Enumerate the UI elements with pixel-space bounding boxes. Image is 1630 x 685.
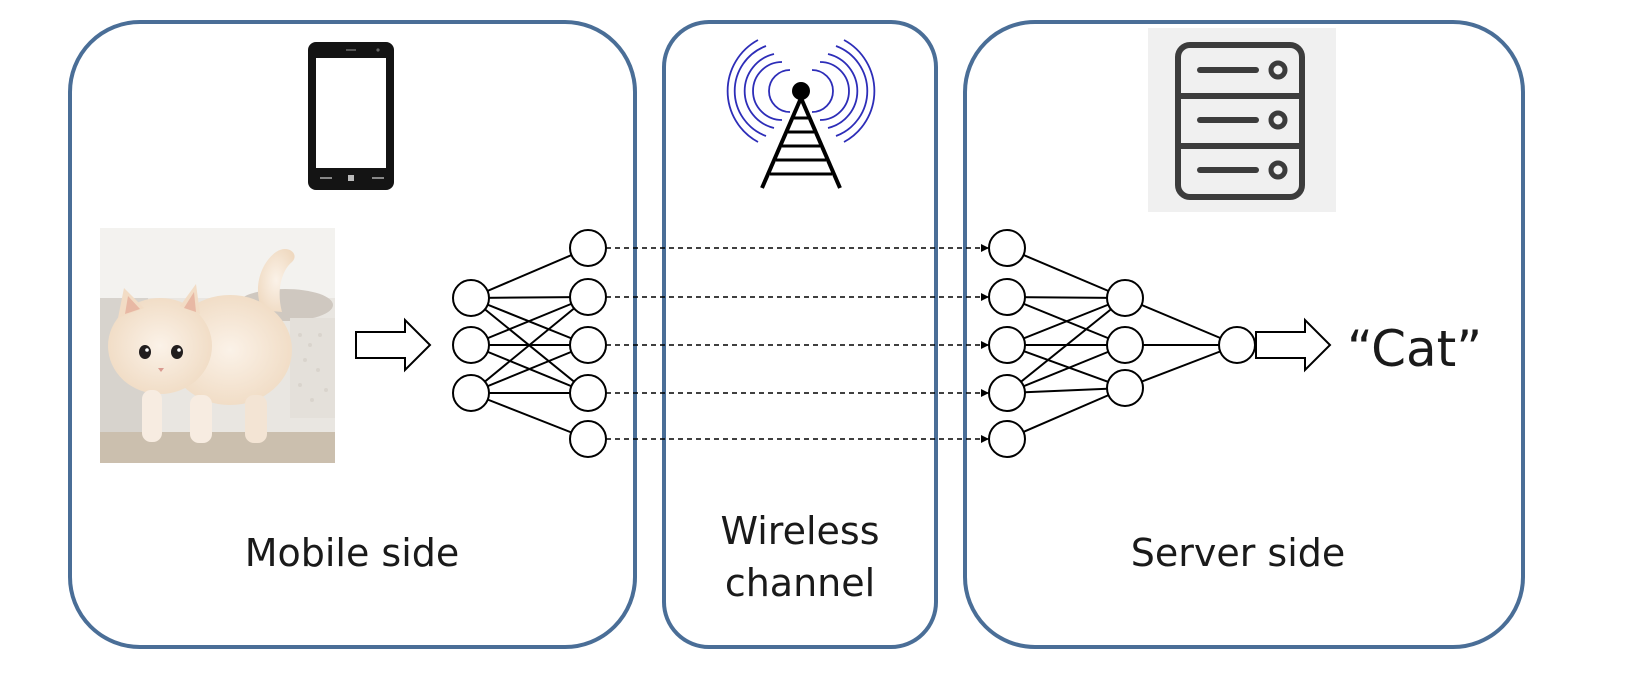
- server-hidden-node: [1106, 369, 1144, 407]
- server-input-node: [988, 229, 1026, 267]
- output-label: “Cat”: [1347, 320, 1482, 378]
- server-input-node: [988, 374, 1026, 412]
- mobile-output-node: [569, 278, 607, 316]
- mobile-input-node: [452, 279, 490, 317]
- mobile-input-node: [452, 374, 490, 412]
- smartphone-icon: [308, 42, 394, 190]
- server-hidden-node: [1106, 326, 1144, 364]
- wireless-channel-label-line1: Wireless: [721, 509, 880, 553]
- server-input-node: [988, 326, 1026, 364]
- server-input-node: [988, 278, 1026, 316]
- input-arrow: [355, 317, 432, 373]
- mobile-output-node: [569, 420, 607, 458]
- signal-waves: [726, 39, 876, 143]
- mobile-side-panel: [68, 20, 637, 649]
- output-arrow: [1255, 317, 1332, 373]
- server-input-node: [988, 420, 1026, 458]
- mobile-output-node: [569, 229, 607, 267]
- server-side-label: Server side: [1131, 531, 1346, 575]
- mobile-output-node: [569, 326, 607, 364]
- cat-photo: [100, 228, 335, 463]
- wireless-channel-panel: [662, 20, 938, 649]
- server-rack-icon: [1148, 28, 1336, 212]
- wireless-channel-label-line2: channel: [725, 561, 875, 605]
- antenna-tower-icon: [726, 39, 876, 189]
- mobile-input-node: [452, 326, 490, 364]
- server-network-edges: [1006, 247, 1238, 440]
- mobile-network-edges: [470, 247, 589, 440]
- mobile-network-nodes: [452, 229, 607, 458]
- server-hidden-node: [1106, 279, 1144, 317]
- mobile-side-label: Mobile side: [245, 531, 460, 575]
- transmission-lines: [606, 244, 989, 443]
- mobile-output-node: [569, 374, 607, 412]
- server-output-node: [1218, 326, 1256, 364]
